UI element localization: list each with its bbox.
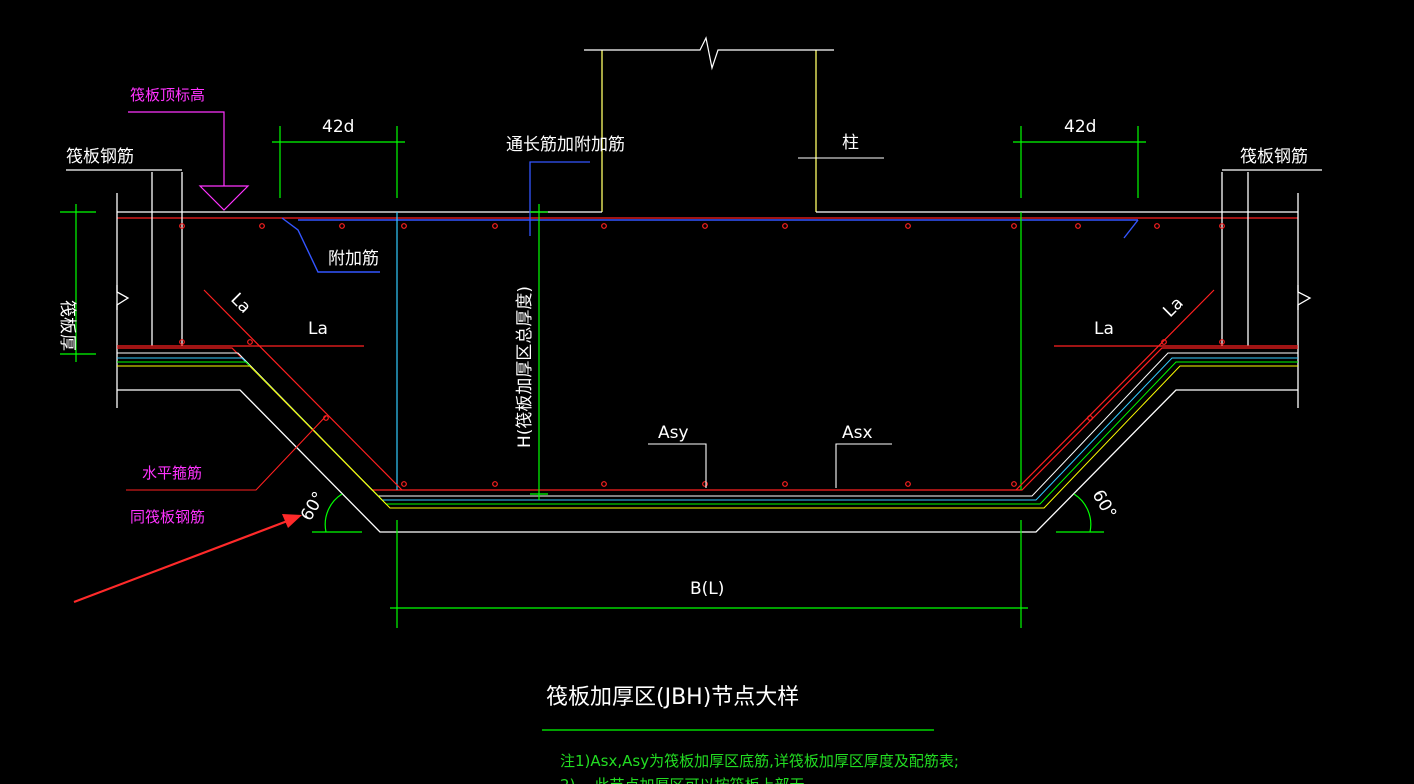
bottom-rebar-layer-1 bbox=[117, 347, 1298, 491]
angle-marker-right bbox=[1056, 493, 1104, 533]
la-label-right: La bbox=[1094, 319, 1114, 339]
elevation-marker bbox=[128, 111, 250, 211]
angle-right-label: 60° bbox=[1088, 487, 1120, 523]
note-line-1: 注1)Asx,Asy为筏板加厚区底筋,详筏板加厚区厚度及配筋表; bbox=[560, 752, 959, 770]
angle-left-label: 60° bbox=[297, 488, 329, 524]
additional-rebar-line bbox=[281, 217, 380, 273]
through-rebar-label: 通长筋加附加筋 bbox=[506, 135, 625, 155]
raft-top-elevation-label: 筏板顶标高 bbox=[130, 86, 205, 104]
dim-42d-left-label: 42d bbox=[322, 117, 354, 137]
dimension-42d-right bbox=[1013, 126, 1146, 198]
bottom-rebar-layer-2 bbox=[117, 352, 1298, 497]
total-thickness-label: H(筏板加厚区总厚度) bbox=[515, 286, 535, 448]
left-slab-edge bbox=[66, 169, 183, 408]
asy-label: Asy bbox=[658, 423, 689, 443]
raft-rebar-left-label: 筏板钢筋 bbox=[66, 147, 134, 167]
right-slab-edge bbox=[1221, 169, 1322, 408]
width-label: B(L) bbox=[690, 579, 724, 599]
horizontal-stirrup-label: 水平箍筋 bbox=[142, 464, 202, 482]
dimension-raft-thickness bbox=[60, 204, 96, 362]
note-line-2: 2)... 此节点加厚区可以按筏板上部无... bbox=[560, 776, 819, 784]
slant-bar-left bbox=[203, 289, 403, 491]
la-slant-label-left: La bbox=[226, 289, 254, 317]
dim-42d-right-label: 42d bbox=[1064, 117, 1096, 137]
la-slant-label-right: La bbox=[1159, 293, 1187, 321]
column-label: 柱 bbox=[842, 133, 859, 153]
same-as-raft-rebar-label: 同筏板钢筋 bbox=[130, 508, 205, 526]
asx-label: Asx bbox=[842, 423, 873, 443]
stirrup-leader bbox=[126, 415, 327, 491]
raft-rebar-right-label: 筏板钢筋 bbox=[1240, 147, 1308, 167]
through-rebar-leader bbox=[529, 161, 590, 236]
column-outline bbox=[601, 50, 817, 212]
angle-marker-left bbox=[312, 493, 362, 533]
dimension-total-thickness bbox=[530, 204, 548, 500]
dimension-42d-left bbox=[272, 126, 405, 198]
additional-rebar-end bbox=[1123, 219, 1139, 239]
dimension-width bbox=[390, 520, 1028, 628]
leader-lines bbox=[648, 157, 892, 488]
slant-bar-right bbox=[1015, 289, 1215, 491]
column-break-line bbox=[584, 36, 834, 71]
bottom-rebar-layer-5 bbox=[117, 365, 1298, 509]
red-arrow-annotation bbox=[73, 514, 302, 604]
thickened-bottom-outline bbox=[117, 389, 1298, 533]
bottom-rebar-layer-3 bbox=[117, 357, 1298, 501]
raft-thickness-label: 筏板厚 bbox=[57, 300, 77, 351]
bottom-rebar-layer-4 bbox=[117, 361, 1298, 505]
rebar-dots bbox=[179, 223, 1225, 487]
la-label-left: La bbox=[308, 319, 328, 339]
drawing-title: 筏板加厚区(JBH)节点大样 bbox=[546, 685, 799, 710]
additional-rebar-label: 附加筋 bbox=[328, 249, 379, 269]
